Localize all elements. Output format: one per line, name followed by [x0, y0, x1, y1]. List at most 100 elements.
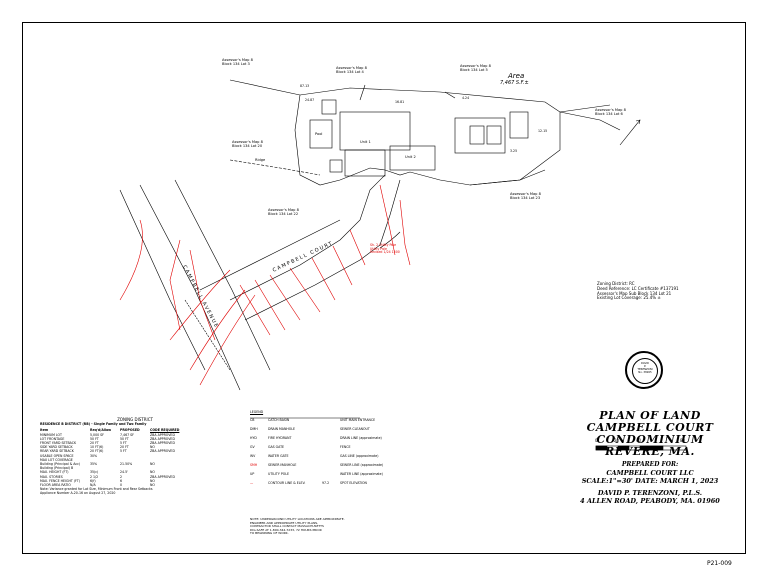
utility-line [254, 279, 286, 331]
zoning-cell: FRONT YARD SETBACK [40, 441, 77, 446]
legend-symbol: SMH [250, 463, 258, 467]
zoning-row: USABLE OPEN SPACE 30% [40, 454, 230, 458]
legend-symbol: GV [250, 445, 255, 449]
zoning-cell: LOT FRONTAGE [40, 436, 65, 441]
zoning-cell: 21.50% [120, 462, 133, 467]
utility-line [269, 274, 301, 321]
zoning-cell: USABLE OPEN SPACE [40, 453, 74, 458]
zoning-cell: ZBA APPROVED [150, 449, 175, 454]
tie-line [359, 84, 366, 101]
utility-note: Sh. 2 Utility Pole Utility Pole Revised … [370, 243, 400, 255]
zoning-heading: ZONING DISTRICT [117, 417, 153, 422]
contour-line [199, 294, 256, 386]
zoning-cell: MINIMUM LOT [40, 432, 62, 437]
zoning-cell: 2 1/2 [90, 474, 99, 479]
ridge-label: Ridge [255, 158, 266, 162]
prepared-for-label: PREPARED FOR: [621, 461, 679, 468]
assessor-label: Assessor's Map 8 Block 134 Lot 4 [336, 66, 367, 74]
sheet-number: P21-009 [707, 560, 732, 567]
dimension-label: 16.81 [395, 100, 405, 104]
zoning-subheading: RESIDENCE B DISTRICT (RB) - Single Famil… [40, 422, 147, 427]
sheet-border [22, 22, 746, 554]
building-outline [509, 111, 529, 139]
zoning-row: FLOOR AREA RATIO N/A 0 NO [40, 483, 230, 487]
dimension-label: 3.25 [510, 149, 518, 153]
zoning-cell: Building (Principal) B [40, 466, 74, 471]
zoning-cell: NO [150, 483, 155, 488]
title-block: PLAN OF LAND CAMPBELL COURT CONDOMINIUM … [540, 410, 760, 506]
utility-line [399, 199, 411, 266]
dimension-label: 4.24 [462, 96, 470, 100]
legend-symbol: CB [250, 418, 255, 422]
zoning-cell: 20 FT [120, 445, 129, 450]
lot-line-east [559, 104, 611, 113]
building-outline [339, 111, 411, 151]
utility-disclaimer: NOTE: UNDERGROUND UTILITY LOCATIONS ARE … [250, 517, 345, 536]
building-outline [389, 145, 436, 171]
property-line [469, 169, 546, 186]
street-edge [139, 184, 241, 391]
assessor-label: Assessor's Map 8 Block 134 Lot 23 [510, 192, 541, 200]
street-edge [174, 179, 271, 371]
zoning-header-row: Item Req'd/Allow PROPOSED CODE REQUIRED [40, 428, 180, 433]
zoning-cell: 7,467 SF [120, 432, 134, 437]
zoning-cell: NO [150, 445, 155, 450]
zoning-info: Zoning District: RC Deed Reference: LC C… [597, 281, 679, 301]
zoning-cell: 5,000 SF [90, 432, 104, 437]
zoning-cell: 35% [90, 462, 98, 467]
seal-text: DAVID P. TERENZONI No. 38265 [632, 358, 658, 384]
zoning-cell: MAX LOT COVERAGE [40, 457, 73, 462]
building-outline [321, 99, 337, 115]
assessor-label: Assessor's Map 8 Block 134 Lot 22 [268, 208, 299, 216]
legend-symbol: — [250, 481, 254, 485]
zoning-cell: SIDE YARD SETBACK [40, 445, 73, 450]
legend-symbol: HYD [250, 436, 257, 440]
zoning-note: Appliance Number A-20-16 on August 27, 2… [40, 491, 116, 496]
zoning-cell: ZBA APPROVED [150, 432, 175, 437]
zoning-cell: 10 FT(6) [90, 445, 104, 450]
surveyor-seal: DAVID P. TERENZONI No. 38265 [625, 351, 663, 389]
legend-label: SEWER CLEANOUT [340, 427, 370, 431]
project-city: REVERE, MA. [605, 445, 695, 458]
zoning-cell: 6(f) [90, 478, 96, 483]
legend-label: DRAIN MANHOLE [268, 427, 296, 431]
zoning-cell: 24.5' [120, 470, 128, 475]
building-outline [469, 125, 485, 145]
legend-label: CATCH BASIN [268, 418, 290, 422]
scale-date: SCALE:1"=30' DATE: MARCH 1, 2023 [581, 477, 719, 485]
legend-label: SEWER LINE (approximate) [340, 463, 384, 467]
north-arrow [619, 119, 641, 146]
utility-line [289, 267, 321, 313]
zoning-cell: 30% [90, 453, 98, 458]
zoning-cell: N/A [90, 483, 96, 488]
building-outline [454, 117, 506, 154]
utility-line [332, 245, 353, 286]
zoning-row: MAX LOT COVERAGE [40, 458, 230, 462]
legend-label: FIRE HYDRANT [268, 436, 292, 440]
zoning-cell: NO [150, 462, 155, 467]
driveway-curve [379, 231, 401, 249]
zoning-cell: NO [150, 470, 155, 475]
parcel-boundary [294, 87, 561, 186]
zoning-row: MINIMUM LOT 5,000 SF 7,467 SF ZBA APPROVED [40, 433, 230, 437]
legend-label: UNIT MAIN ENTRANCE [340, 418, 376, 422]
building-outline [309, 119, 333, 149]
assessor-label: Assessor's Map 8 Block 134 Lot 3 [222, 58, 253, 66]
zoning-cell: MAX. HEIGHT (FT) [40, 470, 69, 475]
utility-line [349, 229, 366, 266]
legend-label: GAS LINE (approximate) [340, 454, 379, 458]
zoning-cell: FLOOR AREA RATIO [40, 483, 71, 488]
legend-spot-elevation: 97.2 [322, 481, 330, 485]
tie-line [444, 91, 456, 99]
utility-line [311, 257, 336, 301]
legend-label: SEWER MANHOLE [268, 463, 297, 467]
zoning-cell: 0 [120, 483, 123, 488]
driveway-edge [244, 179, 401, 321]
zoning-row: Building (Principal & Acc)35%21.50%NO [40, 462, 230, 466]
scale-label: 40 [636, 438, 642, 443]
contour-line [169, 269, 231, 341]
